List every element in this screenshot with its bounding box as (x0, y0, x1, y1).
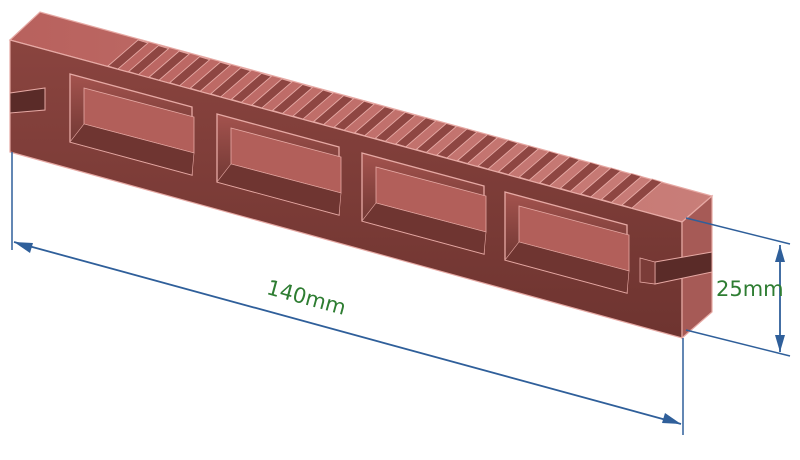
height-extension-top (685, 217, 791, 245)
height-arrow-bottom (775, 335, 785, 352)
right-end-notch-inner (639, 257, 656, 285)
cavity-floor (216, 163, 342, 216)
hollow-cavities (69, 73, 630, 294)
length-dimension-line (13, 241, 682, 425)
height-arrow-top (775, 245, 785, 262)
cavity-floor (504, 241, 630, 294)
left-end-notch (9, 87, 46, 114)
cavity-floor (69, 123, 195, 176)
length-arrow-right (662, 413, 681, 424)
decking-board (8, 11, 714, 340)
height-dimension-label: 25mm (716, 277, 784, 301)
cavity-floor (361, 202, 487, 255)
height-extension-bottom (685, 329, 791, 357)
length-arrow-left (14, 242, 33, 253)
